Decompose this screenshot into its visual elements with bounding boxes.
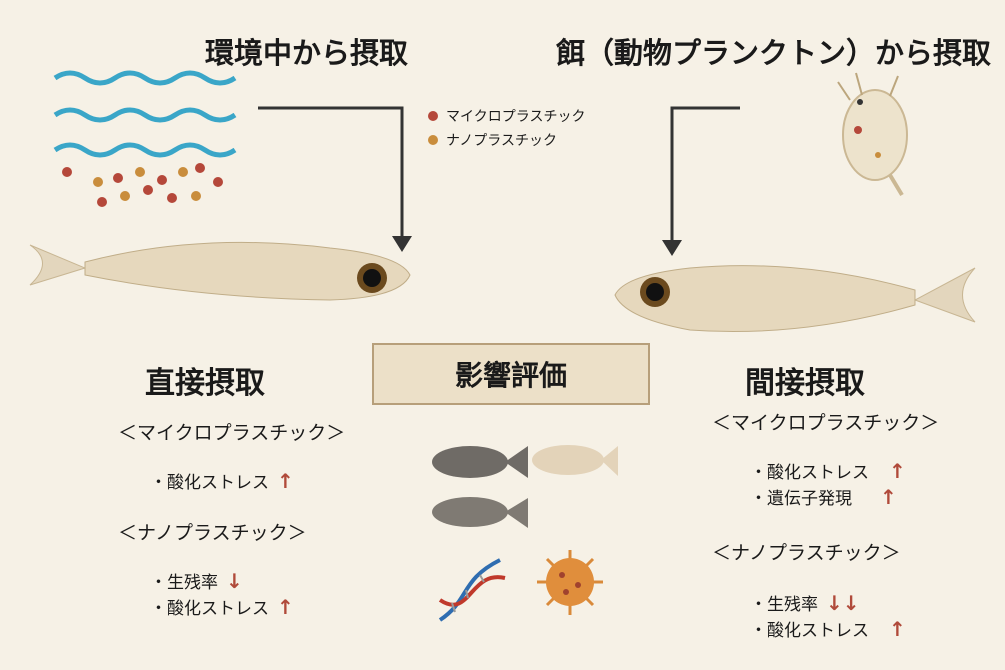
impact-assessment-box: 影響評価 — [372, 343, 650, 405]
right-nano-label: ＜ナノプラスチック＞ — [712, 542, 901, 564]
indirect-intake-heading: 間接摂取 — [745, 366, 865, 401]
fish-light-icon — [532, 445, 618, 476]
micro-dot-icon — [428, 111, 438, 121]
legend-label: マイクロプラスチック — [446, 109, 586, 125]
direct-intake-heading: 直接摂取 — [145, 366, 265, 401]
arrow-up-icon: ↑ — [880, 484, 897, 509]
nano-dot-icon — [428, 135, 438, 145]
right-micro-label: ＜マイクロプラスチック＞ — [712, 412, 940, 434]
item-text: ・生残率 — [150, 573, 218, 593]
fish-left-icon — [29, 241, 411, 301]
left-micro-item: ・酸化ストレス ↑ — [150, 468, 294, 494]
left-nano-item: ・生残率 ↓ — [150, 568, 243, 594]
arrow-up-icon: ↑ — [277, 594, 294, 619]
item-text: ・酸化ストレス — [150, 599, 269, 619]
left-nano-label: ＜ナノプラスチック＞ — [118, 522, 307, 544]
item-text: ・遺伝子発現 — [750, 489, 852, 509]
right-nano-item: ・生残率 ↓↓ — [750, 590, 860, 616]
virus-icon — [537, 550, 603, 615]
arrow-up-icon: ↑ — [889, 616, 906, 641]
item-text: ・酸化ストレス — [750, 463, 869, 483]
left-nano-item: ・酸化ストレス ↑ — [150, 594, 294, 620]
water-waves-icon — [53, 70, 237, 158]
item-text: ・生残率 — [750, 595, 818, 615]
arrow-direct-intake-icon — [258, 106, 404, 238]
left-micro-label: ＜マイクロプラスチック＞ — [118, 422, 346, 444]
arrow-down-icon: ↓ — [226, 568, 243, 593]
legend-item-micro: マイクロプラスチック — [428, 106, 585, 126]
arrowhead-right — [662, 240, 682, 256]
legend: マイクロプラスチック ナノプラスチック — [428, 106, 585, 150]
fish-grey-icon — [432, 497, 528, 528]
arrowhead-left — [392, 236, 412, 252]
item-text: ・酸化ストレス — [150, 473, 269, 493]
right-micro-item: ・酸化ストレス ↑ — [750, 458, 906, 484]
right-micro-item: ・遺伝子発現 ↑ — [750, 484, 897, 510]
arrow-up-icon: ↑ — [277, 468, 294, 493]
arrow-up-icon: ↑ — [889, 458, 906, 483]
dna-icon — [438, 558, 506, 622]
arrow-indirect-intake-icon — [670, 106, 740, 242]
legend-item-nano: ナノプラスチック — [428, 130, 585, 150]
fish-dark-icon — [432, 446, 528, 478]
title-food-intake: 餌（動物プランクトン）から摂取 — [556, 36, 992, 70]
plastic-particles-icon — [62, 163, 223, 207]
zooplankton-icon — [837, 72, 908, 197]
right-nano-item: ・酸化ストレス ↑ — [750, 616, 906, 642]
fish-right-icon — [614, 265, 976, 333]
item-text: ・酸化ストレス — [750, 621, 869, 641]
legend-label: ナノプラスチック — [446, 133, 558, 149]
title-environment-intake: 環境中から摂取 — [205, 36, 409, 70]
arrow-double-down-icon: ↓↓ — [826, 590, 860, 615]
